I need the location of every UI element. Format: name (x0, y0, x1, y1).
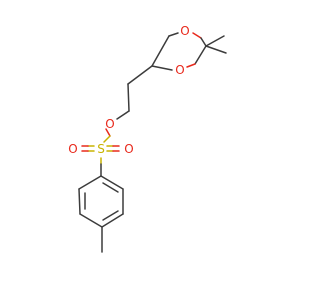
bond-c2-o3 (194, 45, 207, 65)
bond-o3-c2-red (186, 63, 196, 68)
gem-dimethyl (205, 35, 227, 54)
ethyl-linker (116, 65, 153, 120)
bond-o3-c4 (151, 65, 173, 71)
ring-bond-1 (100, 175, 124, 190)
atom-label-s: S (97, 142, 105, 156)
atom-label-o-ring-bottom: O (175, 63, 184, 77)
bond-o1-c2 (200, 37, 207, 47)
bond-c2-methyl-a (205, 35, 225, 47)
bond-o-s-yellow (103, 135, 111, 143)
bond-ch2-o (116, 110, 130, 120)
ring-bond-4 (79, 213, 103, 228)
atom-label-o-ring-top: O (180, 24, 189, 38)
bond-o-s-red (105, 128, 111, 137)
ring-bond-3 (101, 213, 124, 228)
bond-c5-o1 (168, 32, 179, 37)
bond-c4-c5 (151, 35, 170, 67)
atom-label-o-ester: O (105, 117, 114, 131)
ring-bond-6 (78, 175, 102, 190)
structure-diagram: O O O O O S (68, 24, 227, 253)
bond-c4-ch2 (127, 65, 153, 85)
dioxolane-ring (151, 32, 207, 71)
ring-bond-5 (78, 188, 81, 215)
bond-o1-c2-red (192, 32, 202, 39)
toluene-ring (78, 175, 124, 228)
bond-ch2-ch2 (127, 83, 130, 112)
atom-label-o-sulfonyl-left: O (68, 142, 77, 156)
atom-label-o-sulfonyl-right: O (124, 142, 133, 156)
bond-c2-methyl-b (205, 45, 227, 54)
ring-inner-bond-a (102, 182, 119, 193)
ring-inner-bond-b (102, 210, 119, 221)
sulfonate-group (81, 128, 120, 177)
